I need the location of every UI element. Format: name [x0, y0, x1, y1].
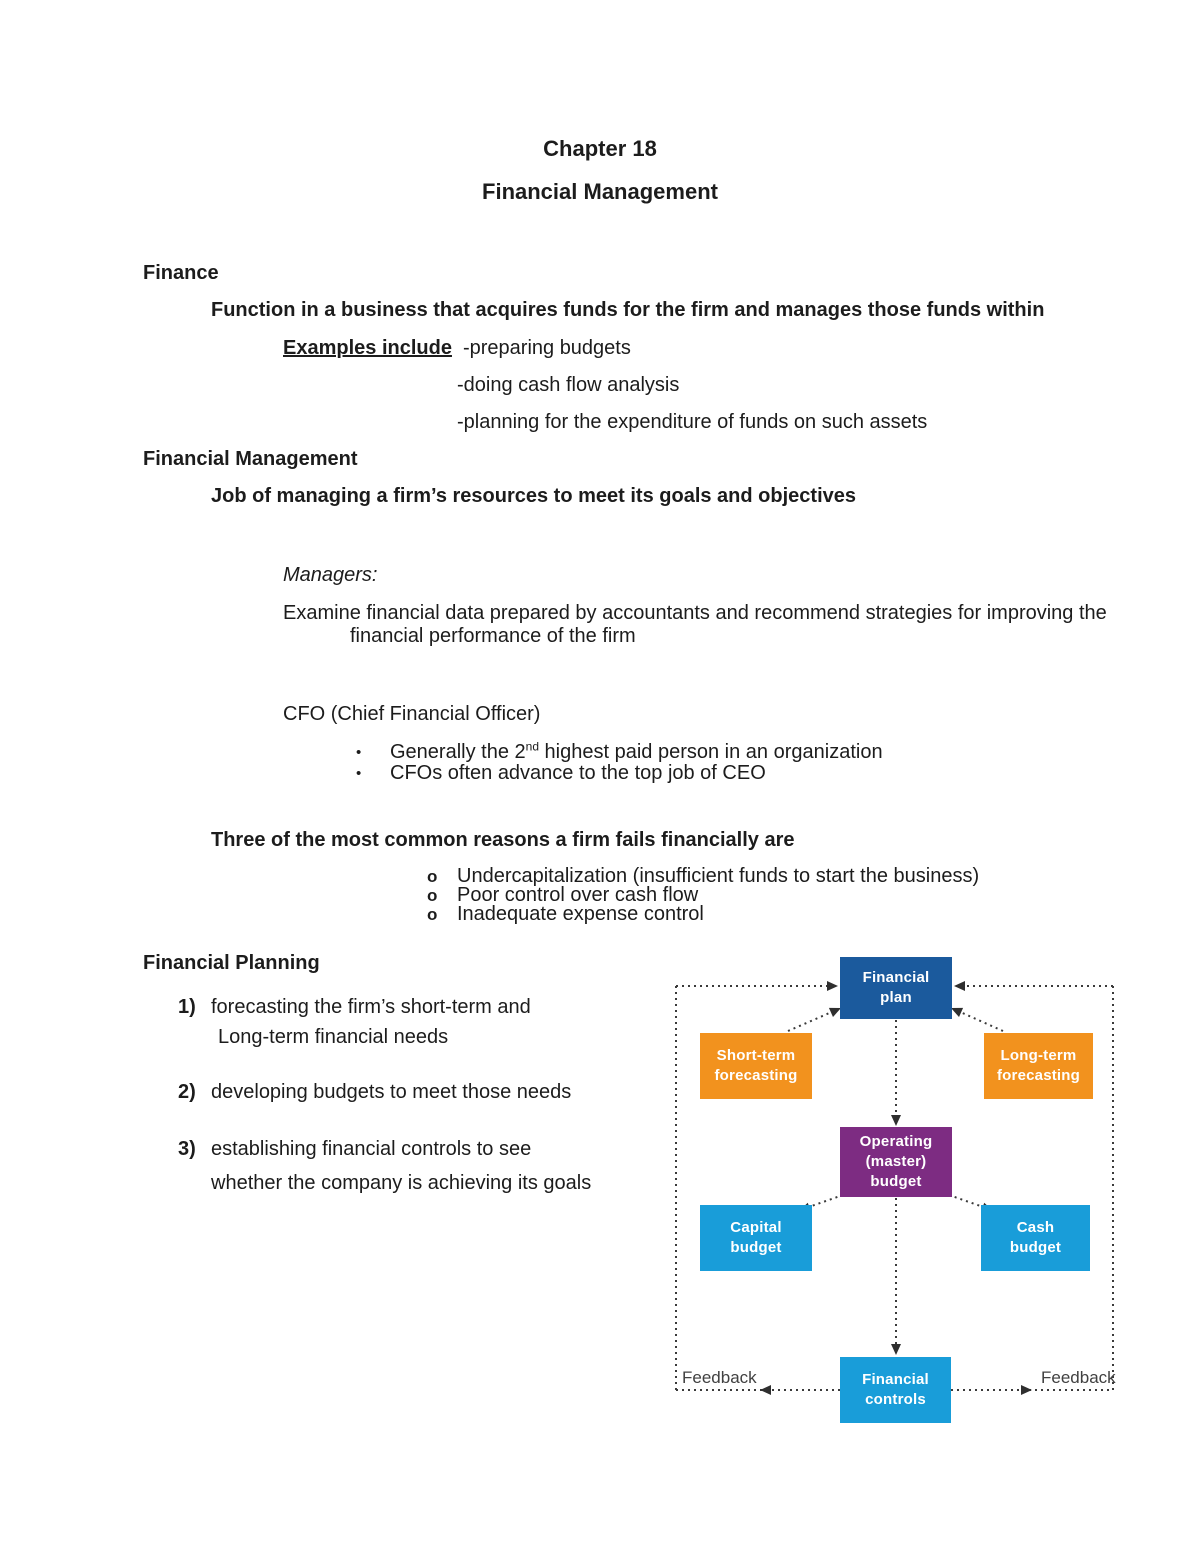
diagram-box-capital-budget: Capital budget: [700, 1205, 812, 1271]
planning-item-text: whether the company is achieving its goa…: [211, 1172, 592, 1194]
diagram-box-financial-plan: Financial plan: [840, 957, 952, 1019]
reason-text: Undercapitalization (insufficient funds …: [457, 865, 980, 887]
example-item: -planning for the expenditure of funds o…: [457, 411, 928, 433]
list-number: 2): [178, 1081, 196, 1103]
bullet-icon: •: [356, 765, 362, 782]
managers-label: Managers:: [283, 564, 378, 586]
reason-text: Inadequate expense control: [457, 903, 704, 925]
diagram-box-short-term-forecasting: Short-term forecasting: [700, 1033, 812, 1099]
managers-paragraph: Examine financial data prepared by accou…: [283, 602, 1107, 647]
planning-item-text: Long-term financial needs: [218, 1026, 449, 1048]
cfo-bullet-text: CFOs often advance to the top job of CEO: [390, 762, 766, 784]
example-item: -doing cash flow analysis: [457, 374, 680, 396]
diagram-box-financial-controls: Financial controls: [840, 1357, 951, 1423]
circle-bullet-icon: o: [427, 867, 438, 886]
circle-bullet-icon: o: [427, 886, 438, 905]
diagram-box-cash-budget: Cash budget: [981, 1205, 1090, 1271]
list-item: o Undercapitalization (insufficient funds…: [427, 865, 980, 887]
finance-examples-line: Examples include -preparing budgets: [283, 337, 631, 360]
diagram-box-operating-master-budget: Operating (master) budget: [840, 1127, 952, 1197]
reason-text: Poor control over cash flow: [457, 884, 699, 906]
list-item: • CFOs often advance to the top job of CE…: [356, 763, 883, 784]
chapter-title: Chapter 18: [543, 136, 657, 161]
list-number: 3): [178, 1138, 196, 1160]
reasons-heading: Three of the most common reasons a firm …: [211, 829, 795, 851]
planning-item-text: establishing financial controls to see: [211, 1138, 532, 1160]
cfo-bullet-text: Generally the 2nd highest paid person in…: [390, 739, 883, 763]
finance-heading: Finance: [143, 262, 219, 284]
example-item: -preparing budgets: [462, 337, 631, 359]
feedback-label-left: Feedback: [682, 1368, 757, 1387]
list-item: o Poor control over cash flow: [427, 884, 979, 906]
cfo-bullet-list: • Generally the 2nd highest paid person i…: [356, 739, 883, 784]
financial-planning-heading: Financial Planning: [143, 952, 320, 974]
examples-label: Examples include: [283, 337, 452, 359]
diagram-box-long-term-forecasting: Long-term forecasting: [984, 1033, 1093, 1099]
list-item: • Generally the 2nd highest paid person i…: [356, 739, 883, 763]
financial-management-definition: Job of managing a firm’s resources to me…: [211, 485, 856, 507]
finance-definition: Function in a business that acquires fun…: [211, 299, 1045, 321]
feedback-label-right: Feedback: [1041, 1368, 1116, 1387]
cfo-heading: CFO (Chief Financial Officer): [283, 703, 541, 725]
document-title: Financial Management: [482, 179, 718, 204]
reasons-list: o Undercapitalization (insufficient funds…: [427, 865, 980, 925]
circle-bullet-icon: o: [427, 905, 438, 924]
bullet-icon: •: [356, 744, 362, 761]
list-number: 1): [178, 996, 196, 1018]
list-item: o Inadequate expense control: [427, 903, 979, 925]
financial-management-heading: Financial Management: [143, 448, 358, 470]
planning-item-text: developing budgets to meet those needs: [211, 1081, 572, 1103]
planning-item-text: forecasting the firm’s short-term and: [211, 996, 531, 1018]
